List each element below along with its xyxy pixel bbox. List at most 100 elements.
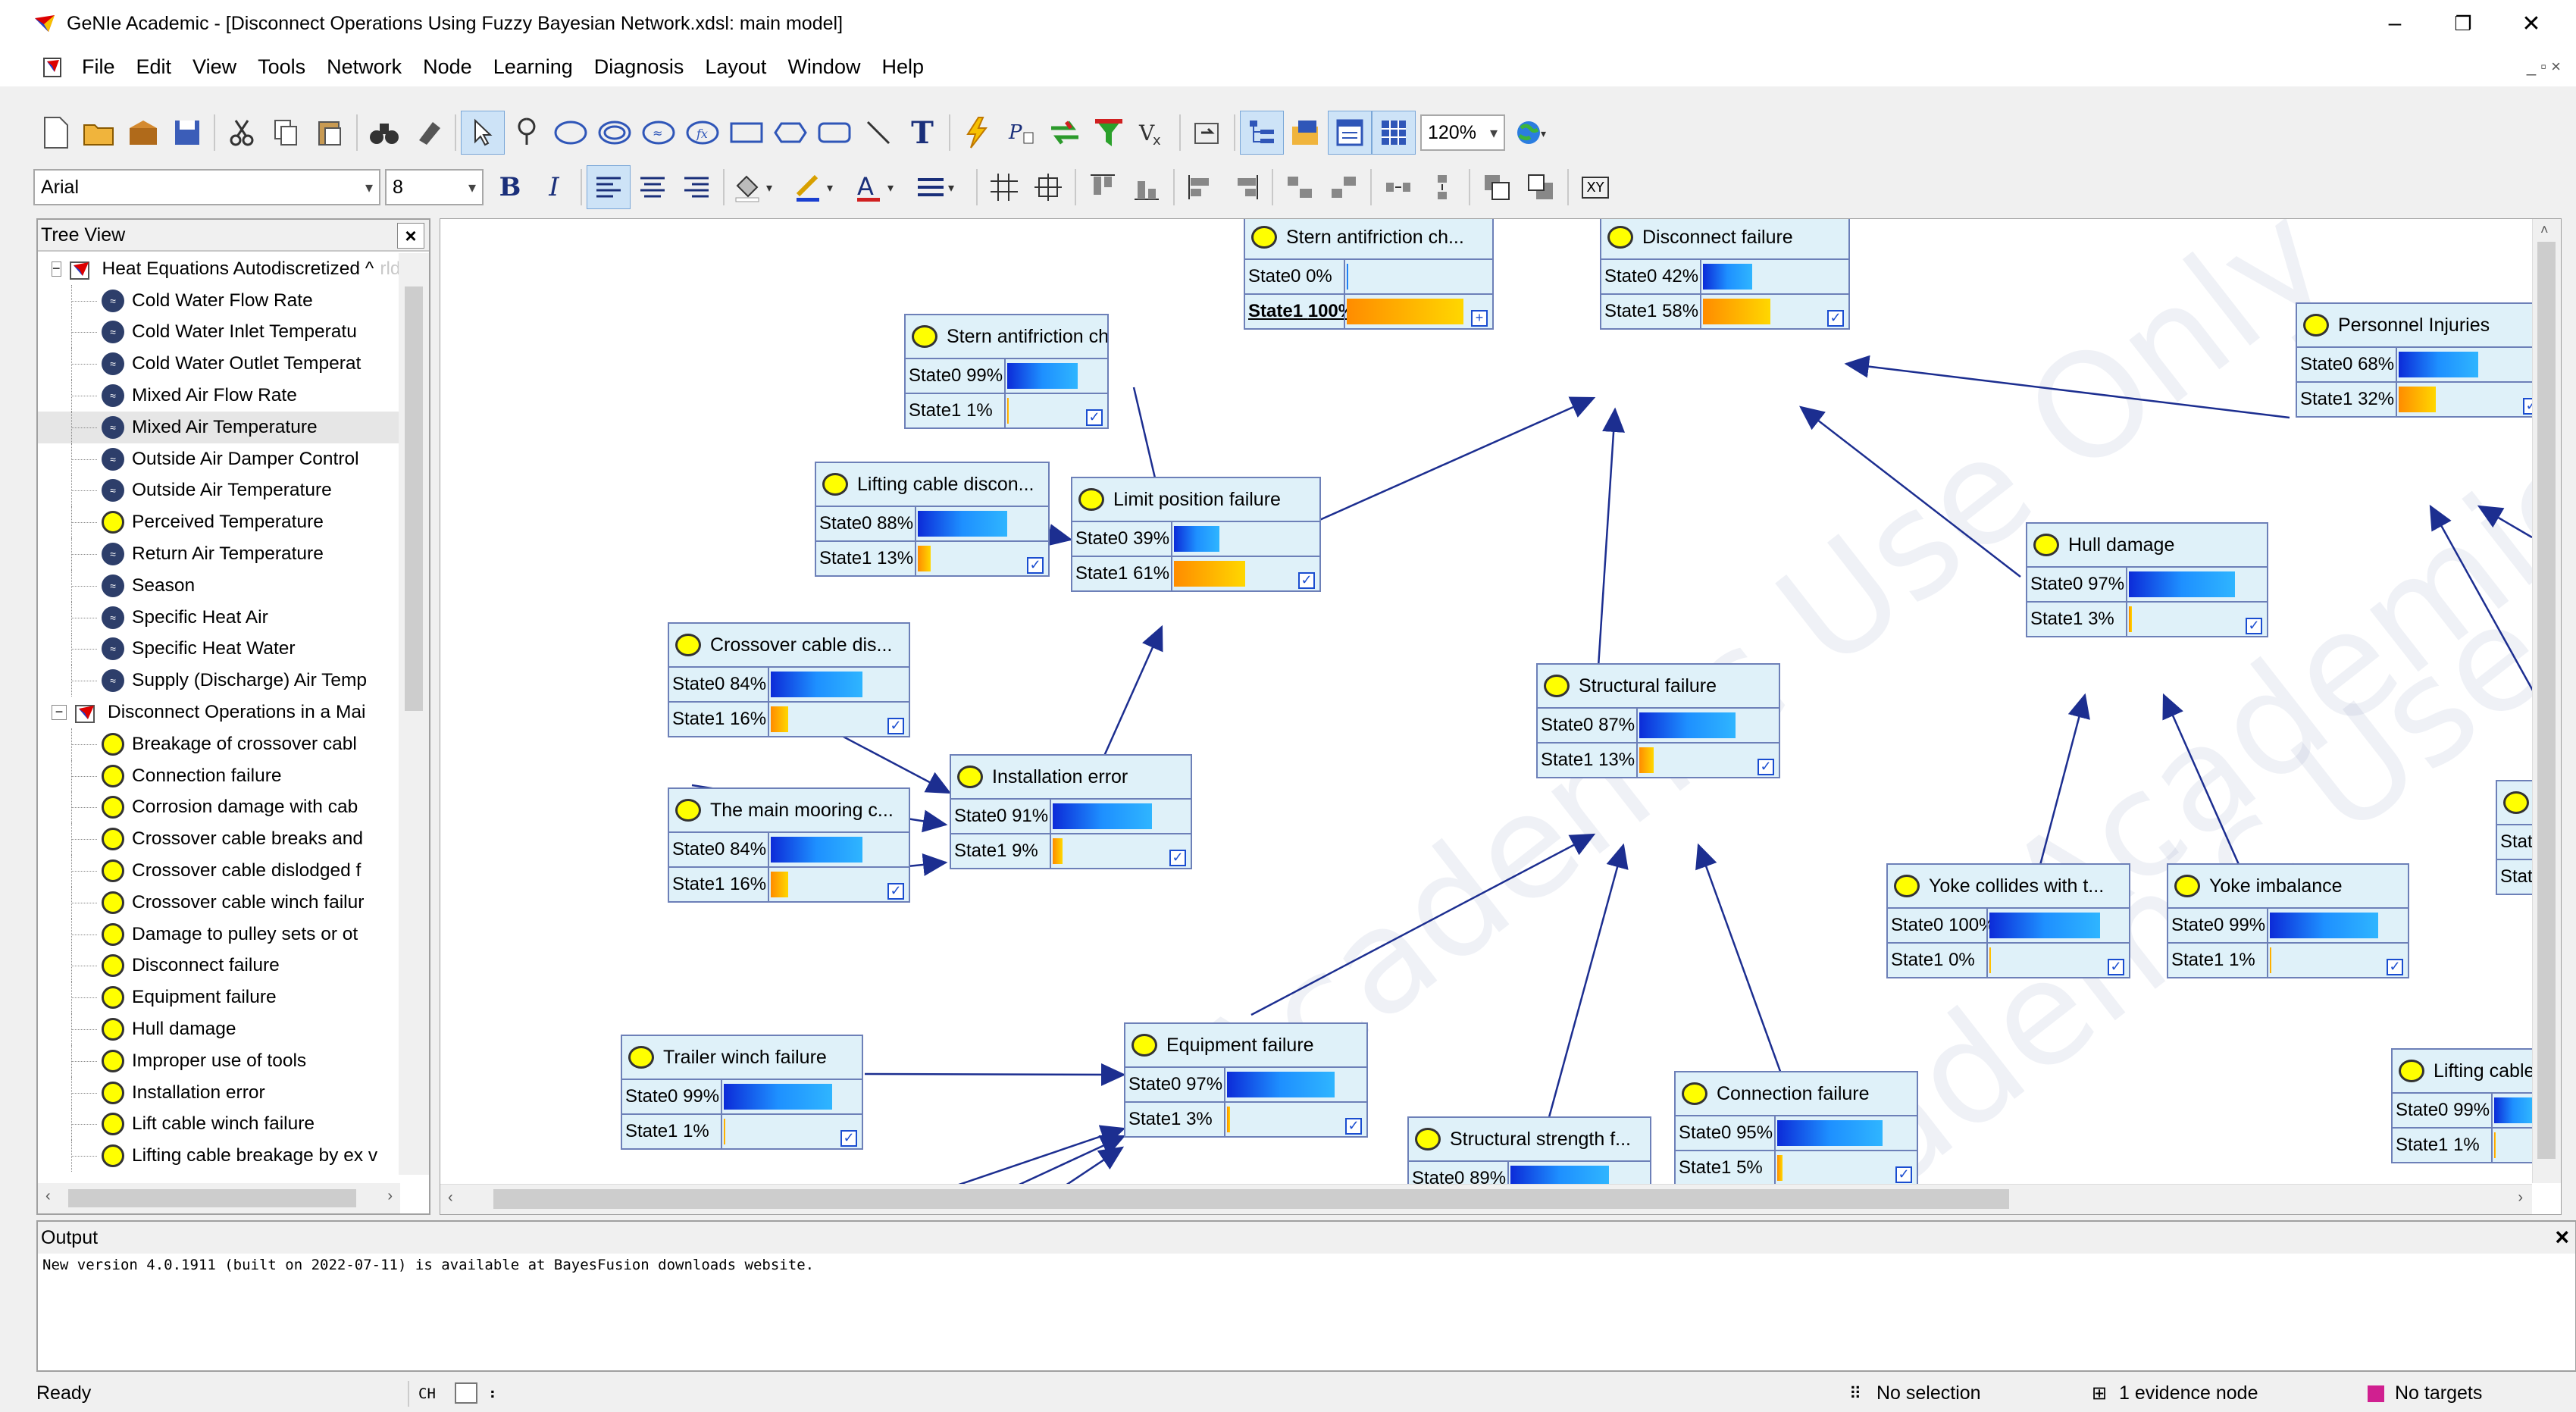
- grid-icon[interactable]: [1372, 111, 1416, 155]
- tree-node-item[interactable]: ≈Specific Heat Water: [38, 633, 400, 665]
- tree-node-item[interactable]: Hull damage: [38, 1013, 400, 1045]
- node-state-row[interactable]: State1 1%✓: [906, 393, 1107, 427]
- menu-view[interactable]: View: [192, 55, 237, 78]
- utility-node-icon[interactable]: [768, 111, 812, 155]
- tree-node-item[interactable]: Damage to pulley sets or ot: [38, 918, 400, 950]
- align-left-nodes-icon[interactable]: [1179, 165, 1223, 209]
- network-node[interactable]: Stern antifriction ch...State0 0%State1 …: [1244, 219, 1494, 330]
- tree-scroll-thumb[interactable]: [405, 286, 423, 711]
- node-state-row[interactable]: State1 1%: [2393, 1127, 2561, 1162]
- align-center-vert-icon[interactable]: [1278, 165, 1322, 209]
- node-state-row[interactable]: State1 16%✓: [669, 701, 909, 736]
- distribute-vert-icon[interactable]: [1420, 165, 1464, 209]
- italic-button[interactable]: I: [549, 172, 559, 202]
- node-state-row[interactable]: State0 99%: [2393, 1092, 2561, 1127]
- node-header[interactable]: Structural strength f...: [1409, 1118, 1650, 1160]
- tree-node-item[interactable]: ≈Return Air Temperature: [38, 538, 400, 570]
- network-canvas[interactable]: Academic Use Only Academic Use Only Acad…: [440, 218, 2562, 1215]
- font-color-icon[interactable]: A▾: [850, 165, 911, 209]
- node-state-row[interactable]: State1 1%✓: [2168, 942, 2408, 977]
- node-state-row[interactable]: State1 5%✓: [1676, 1150, 1917, 1185]
- tree-close-button[interactable]: ×: [397, 223, 424, 249]
- canvas-vertical-scrollbar[interactable]: ˄: [2532, 219, 2561, 1183]
- zoom-select[interactable]: 120%▾: [1420, 114, 1505, 151]
- tree-node-item[interactable]: ≈Outside Air Damper Control: [38, 443, 400, 475]
- tree-node-item[interactable]: Connection failure: [38, 759, 400, 792]
- output-window-icon[interactable]: [1328, 111, 1372, 155]
- node-state-row[interactable]: State0 91%: [951, 798, 1191, 833]
- node-header[interactable]: Limit position failure: [1072, 478, 1319, 521]
- align-right-nodes-icon[interactable]: [1223, 165, 1267, 209]
- close-button[interactable]: ✕: [2521, 11, 2541, 36]
- node-check-icon[interactable]: ✓: [2246, 618, 2262, 634]
- tree-node-item[interactable]: ≈Specific Heat Air: [38, 601, 400, 634]
- canvas-hscroll-thumb[interactable]: [493, 1189, 2009, 1209]
- tree-node-item[interactable]: ≈Cold Water Flow Rate: [38, 284, 400, 317]
- minimize-button[interactable]: –: [2388, 11, 2402, 36]
- node-check-icon[interactable]: ✓: [1169, 850, 1186, 866]
- node-check-icon[interactable]: ✓: [1827, 310, 1844, 327]
- node-state-row[interactable]: State1 0%✓: [1888, 942, 2129, 977]
- update-lightning-icon[interactable]: [955, 111, 999, 155]
- find-binoculars-icon[interactable]: [362, 111, 406, 155]
- menu-window[interactable]: Window: [787, 55, 861, 78]
- node-state-row[interactable]: State1 9%✓: [951, 833, 1191, 868]
- network-node[interactable]: The main mooring c...State0 84%State1 16…: [668, 787, 910, 903]
- node-state-row[interactable]: State1 16%✓: [669, 866, 909, 901]
- node-state-row[interactable]: State1 61%✓: [1072, 556, 1319, 590]
- new-file-icon[interactable]: [33, 111, 77, 155]
- swap-arrows-icon[interactable]: [1043, 111, 1087, 155]
- text-tool-icon[interactable]: T: [911, 114, 934, 151]
- node-state-row[interactable]: State1 3%✓: [1125, 1101, 1366, 1136]
- ime-menu-icon[interactable]: ⠆: [489, 1383, 502, 1403]
- menu-layout[interactable]: Layout: [705, 55, 767, 78]
- node-state-row[interactable]: State1 58%✓: [1601, 293, 1848, 328]
- node-state-row[interactable]: State1 1%✓: [622, 1113, 862, 1148]
- node-header[interactable]: Personnel Injuries: [2297, 304, 2544, 346]
- restore-button[interactable]: ❐: [2454, 11, 2472, 35]
- tree-node-item[interactable]: Crossover cable breaks and: [38, 823, 400, 856]
- node-state-row[interactable]: State0 100%: [1888, 907, 2129, 942]
- ime-checkbox-icon[interactable]: [455, 1382, 477, 1404]
- node-check-icon[interactable]: ✓: [887, 883, 904, 900]
- font-family-select[interactable]: Arial▾: [33, 169, 380, 205]
- align-right-icon[interactable]: [675, 165, 718, 209]
- node-state-row[interactable]: State0 99%: [2168, 907, 2408, 942]
- node-header[interactable]: Disconnect failure: [1601, 219, 1848, 258]
- select-pointer-icon[interactable]: [461, 111, 505, 155]
- function-node-icon[interactable]: fx: [681, 111, 725, 155]
- submodel-enter-icon[interactable]: [1185, 111, 1229, 155]
- mdi-controls[interactable]: _ ▫ ×: [2526, 57, 2561, 76]
- tree-node-item[interactable]: ≈Cold Water Inlet Temperatu: [38, 316, 400, 349]
- network-node[interactable]: Structural strength f...State0 89%: [1407, 1116, 1651, 1197]
- node-check-icon[interactable]: ✓: [1027, 557, 1044, 574]
- node-state-row[interactable]: State1 32%✓: [2297, 381, 2544, 416]
- node-header[interactable]: Installation error: [951, 756, 1191, 798]
- submodel-icon[interactable]: [812, 111, 856, 155]
- canvas-horizontal-scrollbar[interactable]: ‹ ›: [440, 1184, 2532, 1214]
- equation-node-icon[interactable]: ≈: [637, 111, 681, 155]
- tree-group[interactable]: −Disconnect Operations in a Mai: [38, 697, 400, 728]
- line-width-icon[interactable]: ▾: [911, 165, 972, 209]
- tree-horizontal-scrollbar[interactable]: ‹ ›: [38, 1183, 400, 1213]
- node-header[interactable]: Lifting cable discon...: [816, 463, 1048, 506]
- tree-node-item[interactable]: Disconnect failure: [38, 950, 400, 982]
- align-center-icon[interactable]: [631, 165, 675, 209]
- node-check-icon[interactable]: ✓: [840, 1130, 857, 1147]
- node-check-icon[interactable]: ✓: [887, 718, 904, 734]
- tree-node-item[interactable]: Breakage of crossover cabl: [38, 728, 400, 760]
- node-header[interactable]: Stern antifriction ch...: [1245, 219, 1492, 258]
- copy-icon[interactable]: [264, 111, 308, 155]
- node-check-icon[interactable]: ✓: [2387, 959, 2403, 975]
- node-check-icon[interactable]: ✓: [1298, 572, 1315, 589]
- send-back-icon[interactable]: [1519, 165, 1563, 209]
- collapse-toggle-icon[interactable]: −: [52, 705, 67, 721]
- node-state-row[interactable]: State0 99%: [906, 358, 1107, 393]
- node-header[interactable]: Lifting cable c: [2393, 1050, 2561, 1092]
